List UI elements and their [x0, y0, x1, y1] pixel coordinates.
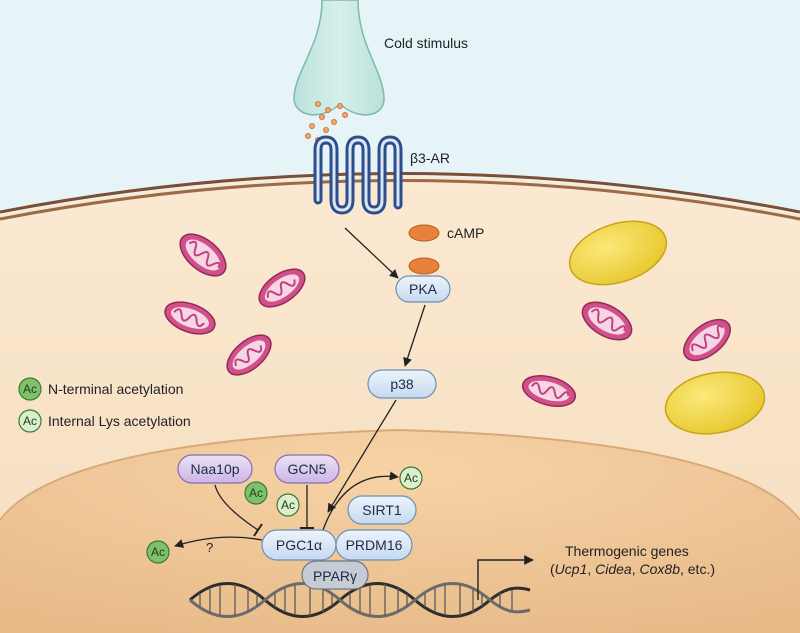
lipid-droplet	[664, 371, 766, 435]
p38-box	[367, 369, 437, 399]
naa10p-label: Naa10p	[190, 461, 239, 477]
ac-internal-badge	[276, 493, 300, 517]
ppary-box	[301, 560, 369, 590]
pka-box	[395, 275, 451, 303]
ppary-label: PPARγ	[313, 568, 357, 584]
pgc1a-label: PGC1α	[276, 537, 322, 553]
camp-bound-pka	[408, 257, 440, 275]
question-mark: ?	[206, 540, 213, 555]
ac-left-badge	[146, 540, 170, 564]
mitochondrion	[179, 233, 227, 277]
mitochondrion	[226, 334, 272, 376]
p38-label: p38	[390, 376, 414, 392]
unknown-deacetylation-arrow	[174, 536, 263, 548]
ac-released-text: Ac	[404, 471, 418, 485]
sirt1-label: SIRT1	[362, 502, 402, 518]
mitochondrion	[581, 301, 633, 341]
mitochondrion	[258, 268, 306, 308]
prdm16-label: PRDM16	[346, 537, 403, 553]
ac-released-badge	[399, 466, 423, 490]
sirt1-box	[347, 495, 417, 525]
mitochondrion	[683, 318, 731, 362]
arrow-receptor-to-pka	[344, 227, 399, 279]
dna-helix	[189, 582, 531, 618]
legend-n-terminal-ac: Ac	[23, 382, 37, 396]
camp-label: cAMP	[447, 225, 484, 241]
lipid-droplet	[568, 220, 668, 286]
receptor-highlight	[316, 138, 400, 212]
naa10p-inhibition	[214, 484, 259, 531]
legend-n-terminal-label: N-terminal acetylation	[48, 381, 183, 397]
ac-left-text: Ac	[151, 545, 165, 559]
mitochondrion	[164, 301, 216, 335]
mitochondria-group	[164, 233, 731, 407]
gcn5-label: GCN5	[288, 461, 327, 477]
ac-n-terminal-badge	[244, 481, 268, 505]
thermogenic-genes-list: (Ucp1, Cidea, Cox8b, etc.)	[550, 561, 715, 577]
arrow-pka-to-p38	[403, 304, 426, 367]
gene-cox8b: Cox8b	[640, 561, 681, 577]
mitochondrion	[521, 375, 577, 407]
cold-stimulus-label: Cold stimulus	[384, 35, 468, 51]
camp-molecule	[408, 224, 440, 242]
thermogenic-genes-title: Thermogenic genes	[565, 543, 689, 559]
legend: Ac N-terminal acetylation Ac Internal Ly…	[18, 377, 191, 433]
gene-ucp1: Ucp1	[555, 561, 588, 577]
gene-cidea: Cidea	[595, 561, 632, 577]
deacetylation-arrow	[322, 471, 399, 531]
naa10p-box	[177, 454, 253, 484]
ac-n-terminal-text: Ac	[249, 486, 263, 500]
transcription-arrow	[477, 555, 534, 600]
ac-internal-text: Ac	[281, 498, 295, 512]
arrow-p38-to-pgc1a	[327, 399, 397, 513]
legend-internal-lys-label: Internal Lys acetylation	[48, 413, 191, 429]
b3ar-label: β3-AR	[410, 150, 450, 166]
nuclear-envelope	[0, 428, 800, 521]
legend-internal-lys-swatch	[18, 409, 42, 433]
gcn5-box	[274, 454, 340, 484]
legend-n-terminal-swatch	[18, 377, 42, 401]
pka-label: PKA	[409, 281, 438, 297]
prdm16-box	[335, 529, 413, 561]
inhibition-bar	[253, 523, 263, 537]
legend-internal-lys-ac: Ac	[23, 414, 37, 428]
